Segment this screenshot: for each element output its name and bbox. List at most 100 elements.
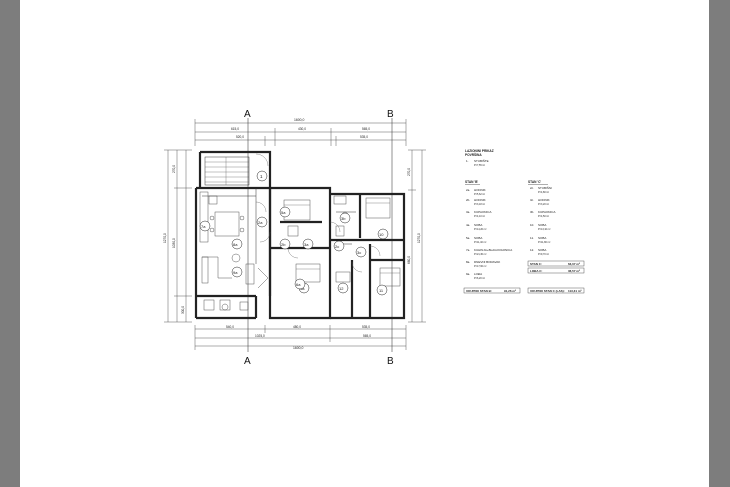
dim-left-seg-2: 1030,0 [172,238,176,248]
left-dimensions: 1270,0 270,0 1030,0 300,0 [163,149,192,323]
schedule-right-total-value: 113,31 m² [568,289,582,293]
section-marker-a-top: A [244,109,251,120]
room-bubble-7a: 7a [199,220,211,232]
dim-bottom-sub-1: 1025,0 [255,334,265,338]
room-bubble-11: 11 [376,284,388,296]
svg-text:LOĐA: LOĐA [474,272,482,276]
dim-top-seg-2: 430,0 [298,127,306,131]
svg-text:8a: 8a [233,242,238,247]
svg-text:7a.: 7a. [466,248,470,252]
schedule-title-2: POVRŠINA [465,152,482,157]
room-bubble-2b: 2b [279,238,291,250]
bottom-dimensions: 540,0 480,0 535,0 1025,0 565,0 1600,0 [194,325,407,350]
svg-text:P=21,30 m²: P=21,30 m² [474,253,487,256]
room-bubble-10: 10 [377,228,389,240]
room-bubble-3a: 3a [302,238,314,250]
svg-text:3c.: 3c. [530,198,534,202]
room-bubble-3c: 3c [355,246,367,258]
room-bubble-1: 1 [256,170,268,182]
section-marker-a-bottom: A [244,356,251,367]
east-bedroom-furniture [335,197,401,287]
svg-text:HODNIK: HODNIK [538,198,550,202]
svg-text:P=11,40 m²: P=11,40 m² [474,241,486,244]
schedule-right-sub1-label: STAN C: [530,262,542,266]
svg-text:3b: 3b [341,216,346,221]
schedule-right-sub2-value: 36,57 m² [568,269,580,273]
svg-text:2c: 2c [335,244,339,249]
svg-text:P=5,62 m²: P=5,62 m² [474,193,485,196]
svg-text:P=6,20 m²: P=6,20 m² [474,277,485,280]
dim-bottom-seg-1: 540,0 [226,325,234,329]
dim-top-sub-1: 520,0 [236,135,244,139]
svg-text:8a.: 8a. [466,260,470,264]
svg-text:P=13,10 m²: P=13,10 m² [538,228,551,231]
dim-right-total: 1270,0 [417,233,421,243]
dim-left-seg-3: 300,0 [181,306,185,314]
svg-text:5a: 5a [281,210,286,215]
svg-text:SOBA: SOBA [474,236,482,240]
dim-bottom-seg-2: 480,0 [293,325,301,329]
svg-text:STUBIŠNI: STUBIŠNI [538,185,552,190]
svg-text:1: 1 [260,174,263,179]
svg-text:11.: 11. [530,236,534,240]
svg-text:6a: 6a [296,282,301,287]
svg-text:9a: 9a [233,270,238,275]
schedule-left-total-value: 91,26 m² [504,289,516,293]
section-marker-b-bottom: B [387,356,394,367]
svg-text:2a.: 2a. [466,188,470,192]
schedule-title-1: LAZIONINI PRIKAZ [465,149,494,153]
section-line-b: B B [387,109,394,367]
dim-right-seg-2: 660,0 [407,256,411,264]
dim-bottom-total: 1600,0 [293,346,303,350]
schedule-stair-name: STUBIŠTE [474,158,489,163]
svg-text:SOBA: SOBA [538,223,546,227]
dim-right-seg-1: 270,0 [407,168,411,176]
svg-text:3b.: 3b. [530,210,534,214]
svg-text:2a: 2a [258,220,263,225]
svg-text:P=3,20 m²: P=3,20 m² [538,203,549,206]
svg-text:4a.: 4a. [466,223,470,227]
walls [194,150,406,320]
svg-text:P=4,80 m²: P=4,80 m² [538,191,549,194]
svg-text:9a.: 9a. [466,272,470,276]
dim-top-seg-1: 615,0 [231,127,239,131]
dim-top-total: 1600,0 [294,118,304,122]
dim-left-seg-1: 270,0 [172,165,176,173]
schedule-left-total-label: UKUPNO STAN B: [466,289,492,293]
svg-text:P=17,60 m²: P=17,60 m² [474,265,487,268]
svg-text:3c: 3c [357,250,361,255]
room-bubble-12: 12 [337,282,349,294]
section-marker-b-top: B [387,109,394,120]
svg-text:2c.: 2c. [530,186,534,190]
svg-text:P=3,18 m²: P=3,18 m² [474,203,485,206]
dim-top-sub-2: 535,0 [360,135,368,139]
svg-text:KUPAONICA: KUPAONICA [538,210,555,214]
drawing-sheet: A A B B 1600,0 615,0 430,0 565,0 520,0 5… [20,0,709,487]
svg-text:3a: 3a [304,242,309,247]
svg-text:SOBA: SOBA [538,248,546,252]
dim-left-total: 1270,0 [163,233,167,243]
svg-text:10: 10 [379,232,384,237]
door-swings [255,201,381,273]
schedule-right-header: STAN 'C' [528,180,541,184]
svg-text:2b: 2b [281,242,286,247]
area-schedule: LAZIONINI PRIKAZ POVRŠINA STAN 'B' STAN … [463,149,585,294]
schedule-right-sub1-value: 63,07 m² [568,262,580,266]
dim-bottom-sub-2: 565,0 [363,334,371,338]
room-bubble-5a: 5a [279,206,291,218]
schedule-right-sub2-label: LOĐA C: [530,269,542,273]
svg-text:12.: 12. [530,248,534,252]
schedule-stair-code: 1. [466,159,469,163]
svg-text:P=14,20 m²: P=14,20 m² [474,228,487,231]
svg-text:HODNIK: HODNIK [474,188,486,192]
svg-text:HODNIK: HODNIK [474,198,486,202]
